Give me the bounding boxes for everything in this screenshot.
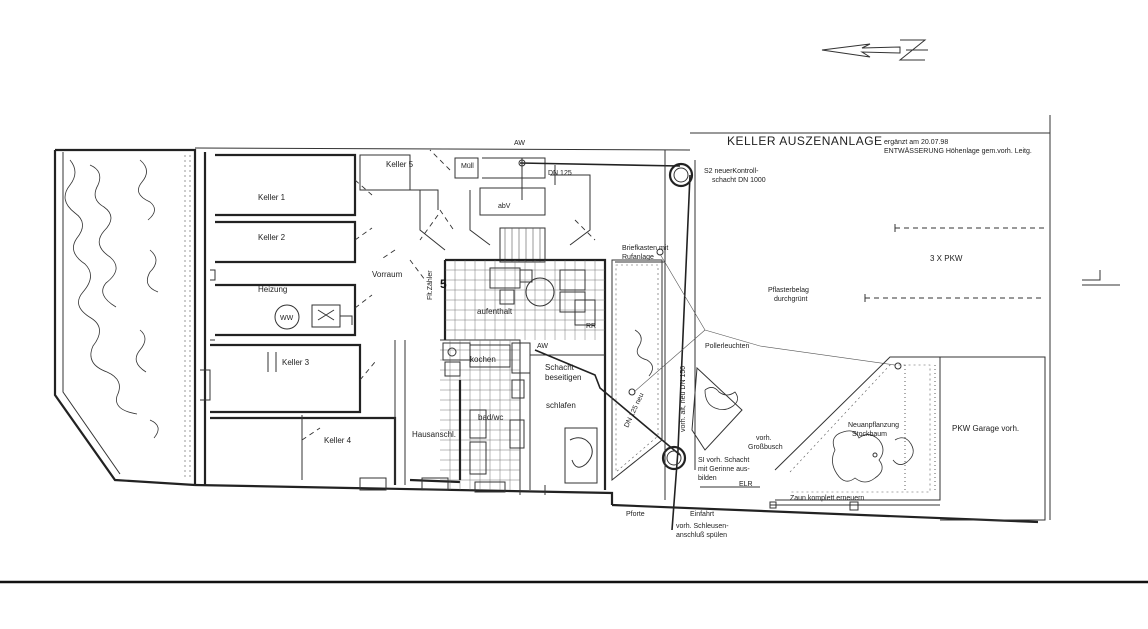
apartment-unit — [440, 258, 607, 495]
boiler-icon — [274, 304, 353, 330]
label-abv: abV — [498, 203, 511, 210]
room-label-keller-5: Keller 5 — [386, 160, 414, 169]
label-einfahrt: Einfahrt — [690, 511, 714, 518]
north-arrow-icon — [821, 39, 928, 61]
label-schleusen-1: vorh. Schleusen- — [676, 523, 729, 530]
room-label-kochen: kochen — [470, 355, 496, 364]
label-pforte: Pforte — [626, 511, 645, 518]
room-label-keller-2: Keller 2 — [258, 233, 286, 242]
room-label-vorraum: Vorraum — [372, 270, 403, 279]
label-pkw-garage: PKW Garage vorh. — [952, 424, 1019, 433]
front-garden-strip — [611, 150, 696, 500]
label-si-schacht-1: SI vorh. Schacht — [698, 457, 749, 464]
label-rr: RR — [586, 323, 596, 330]
stair-and-utility — [439, 157, 596, 263]
label-pflaster-2: durchgrünt — [774, 296, 808, 303]
left-garden-vegetation — [64, 155, 191, 480]
label-neupflanzung-1: Neuanpflanzung — [848, 422, 899, 429]
bush-planter — [691, 366, 743, 451]
label-elr: ELR — [739, 481, 753, 488]
label-zaun: Zaun komplett erneuern — [790, 495, 864, 502]
label-briefkasten-1: Briefkasten mit — [622, 245, 668, 252]
label-flt-zaehler: Flt.Zähler — [427, 270, 434, 300]
label-aw-top: AW — [514, 140, 525, 147]
manhole-s2-icon — [668, 162, 694, 188]
room-label-bad-wc: bad/wc — [478, 413, 503, 422]
label-3x-pkw: 3 X PKW — [930, 254, 963, 263]
label-briefkasten-2: Rufanlage — [622, 254, 654, 261]
parking-area — [864, 224, 1120, 302]
drawing-title: KELLER AUSZENANLAGE — [727, 134, 883, 148]
label-s2-line1: S2 neuerKontroll- — [704, 168, 759, 175]
label-pflaster-1: Pflasterbelag — [768, 287, 809, 294]
room-label-heizung: Heizung — [258, 285, 287, 294]
room-label-keller-1: Keller 1 — [258, 193, 286, 202]
site-boundary — [53, 115, 1051, 524]
garage — [940, 356, 1046, 521]
room-label-hausanschl: Hausanschl. — [412, 430, 456, 439]
label-aw-mid: AW — [537, 343, 548, 350]
drainage-note: ENTWÄSSERUNG Höhenlage gem.vorh. Leitg. — [884, 147, 1032, 155]
unit-number: 5 — [440, 277, 447, 291]
label-vorh-grossbusch-1: vorh. — [756, 435, 772, 442]
label-vorh-grossbusch-2: Großbusch — [748, 444, 783, 451]
label-si-schacht-2: mit Gerinne aus- — [698, 466, 750, 473]
fence — [769, 501, 940, 511]
label-dn150: vorh. alt, neu DN 150 — [680, 366, 687, 432]
room-label-keller-3: Keller 3 — [282, 358, 310, 367]
room-label-schlafen: schlafen — [546, 401, 576, 410]
label-pollerleuchten: Pollerleuchten — [705, 343, 749, 350]
label-schleusen-2: anschluß spülen — [676, 532, 727, 539]
pollerleuchten-leaders — [633, 253, 902, 393]
label-schacht-2: beseitigen — [545, 373, 581, 382]
label-s2-line2: schacht DN 1000 — [712, 177, 766, 184]
label-muell: Müll — [461, 163, 474, 170]
label-neupflanzung-2: Stockbaum — [852, 431, 887, 438]
corridor-area — [359, 190, 461, 491]
label-schacht-1: Schacht — [545, 363, 575, 372]
room-label-keller-4: Keller 4 — [324, 436, 352, 445]
revision-note: ergänzt am 20.07.98 — [884, 139, 948, 146]
label-si-schacht-3: bilden — [698, 475, 717, 482]
room-label-aufenthalt: aufenthalt — [477, 307, 513, 316]
drainage-pipes — [518, 158, 691, 531]
manhole-si-icon — [661, 445, 687, 471]
label-dn125: DN 125 — [548, 170, 572, 177]
ww-label: WW — [280, 315, 294, 322]
